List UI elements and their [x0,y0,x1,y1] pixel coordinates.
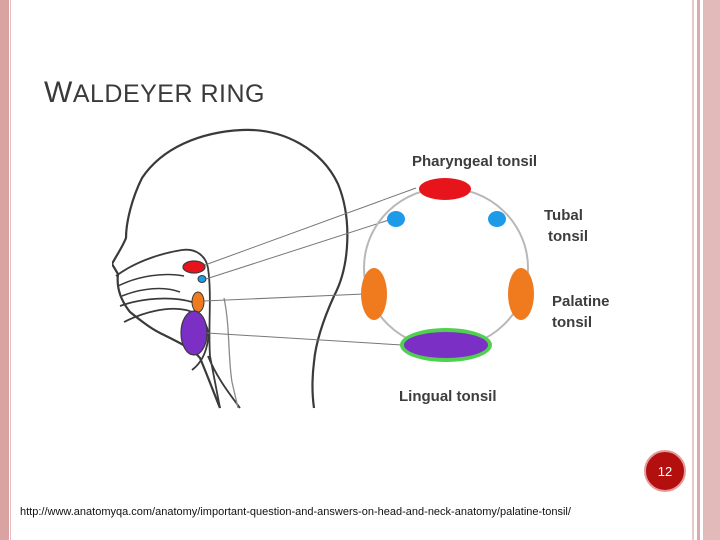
connector-palatine [203,293,365,302]
diagram-graphic [110,128,534,409]
title-rest: ALDEYER RING [72,80,265,108]
slide-left-border-line [10,0,11,540]
head-pharyngeal-tonsil [182,260,206,274]
nasal-concha-outline [117,273,185,297]
label-palatine-tonsil-line2: tonsil [552,314,592,331]
connector-lingual [206,332,403,346]
slide-right-border [688,0,720,540]
label-pharyngeal-tonsil: Pharyngeal tonsil [412,153,538,170]
source-url: http://www.anatomyqa.com/anatomy/importa… [20,506,571,518]
slide-left-border [0,0,9,540]
ring-tubal-tonsil-right [488,211,506,227]
waldeyer-ring-outline [363,187,529,349]
ring-palatine-tonsil-left [361,268,387,320]
ring-tubal-tonsil-left [387,211,405,227]
ring-palatine-tonsil-right [508,268,534,320]
slide-title: WALDEYER RING [44,76,265,110]
head-palatine-tonsil [191,291,205,313]
label-lingual-tonsil: Lingual tonsil [399,388,497,405]
label-palatine-tonsil-line1: Palatine [552,293,610,310]
waldeyer-ring-diagram: Pharyngeal tonsil Tubal tonsil Palatine … [110,126,628,410]
label-tubal-tonsil-line2: tonsil [548,228,588,245]
head-outline [110,128,349,409]
page-number-badge: 12 [644,450,686,492]
title-initial: W [44,76,73,109]
ring-pharyngeal-tonsil [419,178,471,200]
label-tubal-tonsil-line1: Tubal [544,207,583,224]
connector-tubal [205,218,393,280]
palate-outline [119,297,203,309]
head-lingual-tonsil [180,310,208,356]
nasal-cavity-outline [115,248,209,277]
spine-outline [223,297,239,409]
ring-lingual-tonsil [404,332,488,358]
connector-pharyngeal [204,187,417,266]
head-tubal-tonsil [197,275,207,283]
